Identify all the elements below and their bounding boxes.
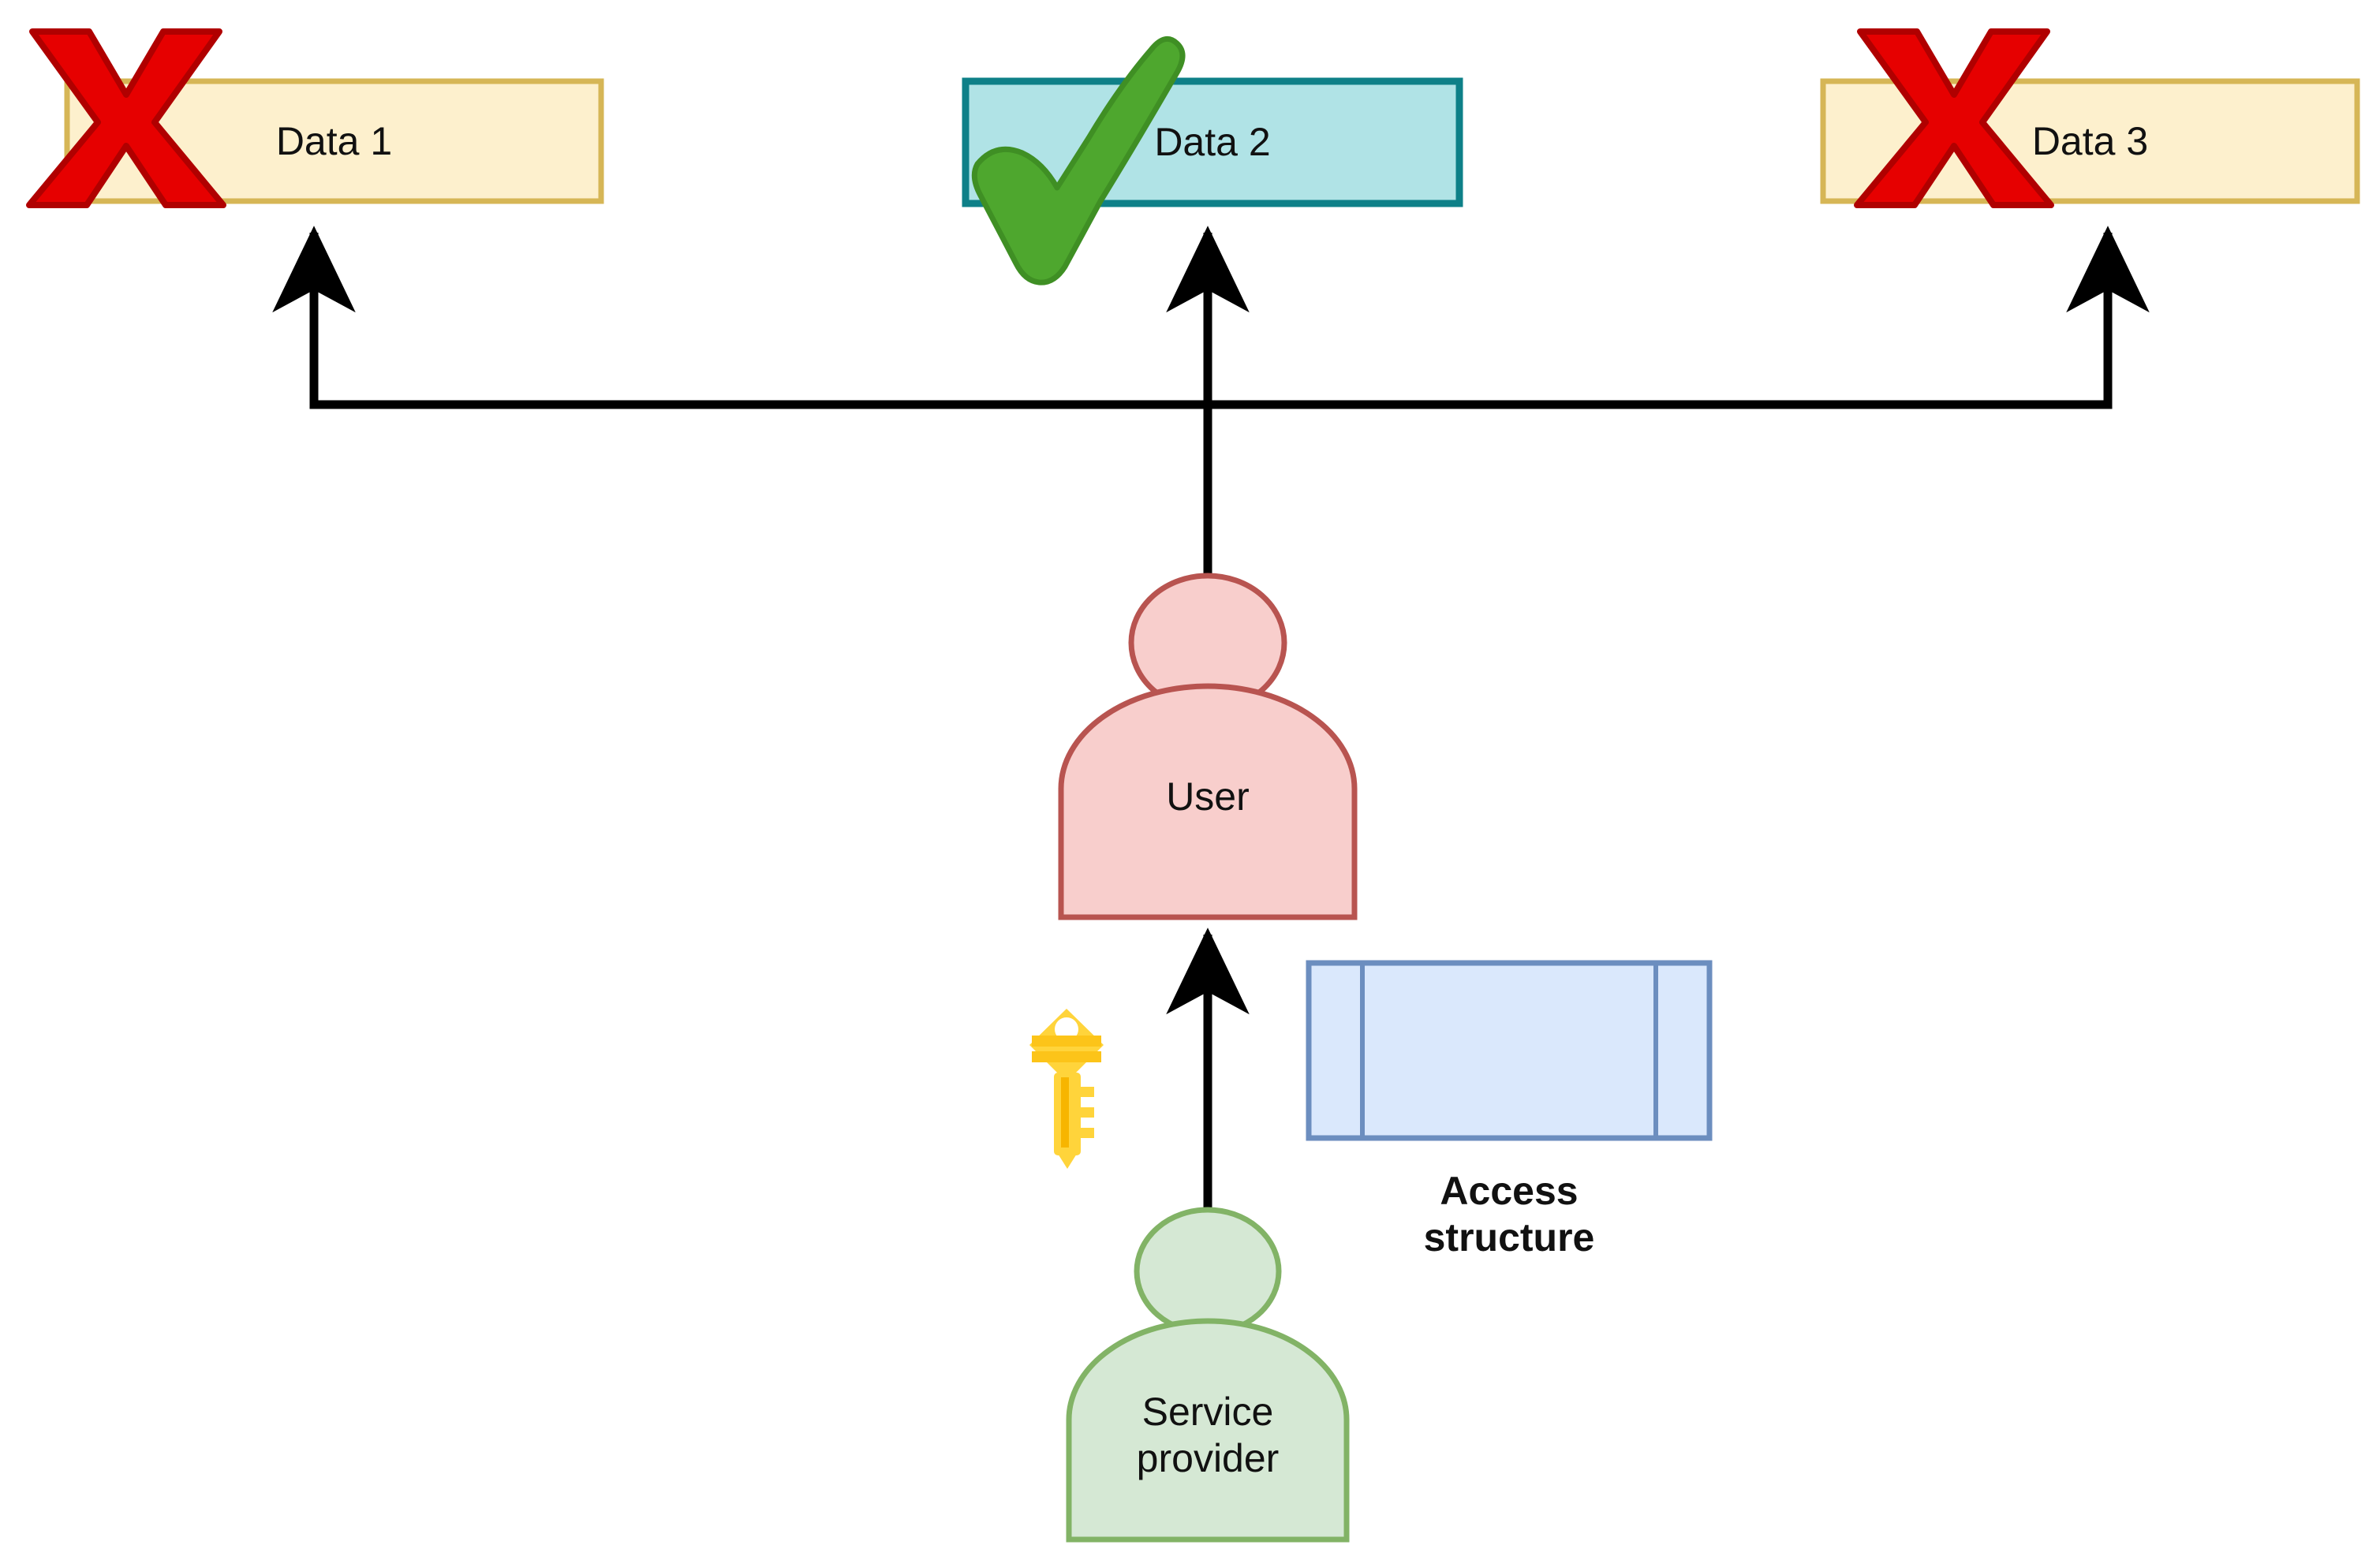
cross-icon-data-3: [1854, 28, 2054, 208]
actor-user-shape[interactable]: [1058, 573, 1358, 920]
key-icon: [1029, 1009, 1104, 1169]
cross-icon-data-1: [26, 28, 226, 208]
actor-service-provider-shape[interactable]: [1066, 1207, 1350, 1543]
check-icon-data-2: [971, 35, 1186, 285]
access-structure-shape[interactable]: [1306, 960, 1713, 1141]
